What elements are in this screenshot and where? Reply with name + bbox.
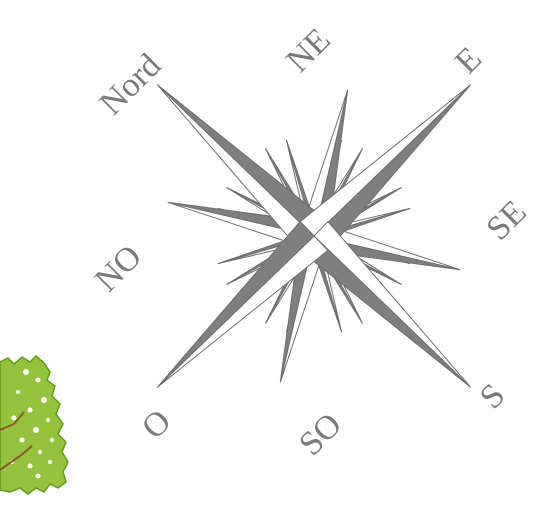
rose-main-point-0-light: [157, 85, 314, 251]
tree-illustration: [0, 356, 68, 494]
rose-main-point-2-light: [314, 222, 471, 388]
label-so: SO: [292, 406, 349, 463]
label-e: E: [448, 40, 489, 81]
label-nord: Nord: [93, 47, 169, 123]
label-s: S: [473, 377, 513, 417]
label-se: SE: [479, 193, 533, 247]
compass-rose: [157, 85, 471, 388]
label-no: NO: [88, 238, 149, 299]
label-o: O: [135, 403, 179, 447]
label-ne: NE: [279, 21, 337, 79]
